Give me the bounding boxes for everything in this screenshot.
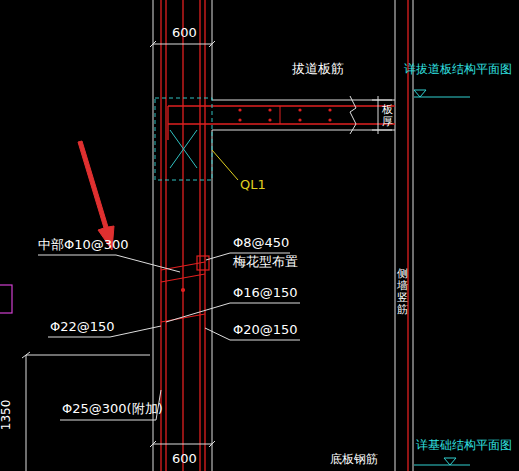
leader-line (212, 150, 238, 180)
dimension-line (22, 41, 215, 471)
rebar-label: 拔道板筋 (292, 62, 344, 77)
rebar-label: 详拔道板结构平面图 (404, 63, 512, 77)
rebar-label: 梅花型布置 (233, 255, 298, 270)
rebar-label: Φ20@150 (233, 323, 298, 338)
rebar-label: Φ22@150 (50, 320, 115, 335)
rebar-label: 底板钢筋 (330, 453, 378, 467)
ramp-slab (168, 96, 395, 140)
magenta-outline (0, 285, 12, 313)
rebar-label: 1350 (0, 400, 14, 431)
ring-beam (155, 98, 212, 180)
rebar-label: 中部Φ10@300 (38, 238, 129, 253)
rebar-label: Φ25@300(附加) (62, 402, 163, 417)
rebar-label: 侧墙竖筋 (397, 268, 408, 316)
rebar-label: 600 (172, 452, 197, 467)
wall-outline (153, 0, 413, 471)
wall-tie (161, 256, 209, 322)
rebar-label: Φ16@150 (233, 286, 298, 301)
rebar-label: QL1 (240, 178, 266, 193)
leader-line (38, 253, 300, 420)
wall-rebar (161, 0, 408, 471)
pointer-arrow (78, 141, 114, 250)
level-mark (414, 90, 470, 465)
rebar-label: 板厚 (382, 104, 393, 128)
rebar-label: Φ8@450 (233, 236, 289, 251)
rebar-label: 600 (172, 26, 197, 41)
rebar-label: 详基础结构平面图 (416, 439, 512, 453)
